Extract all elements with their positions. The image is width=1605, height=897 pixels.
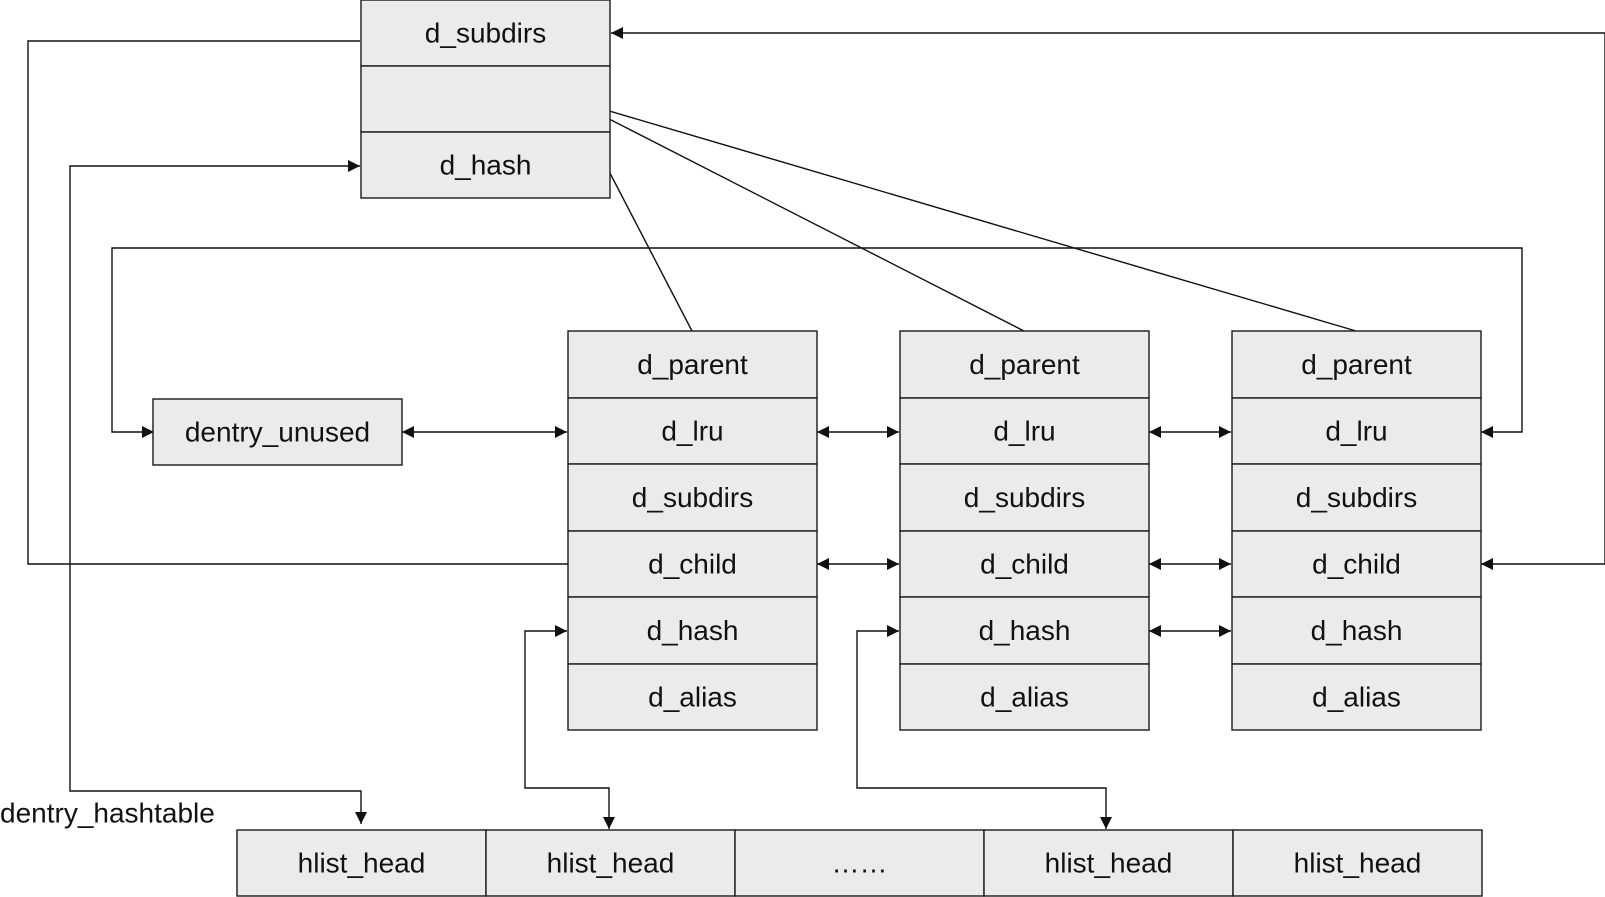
child-field-label: d_alias: [980, 682, 1069, 713]
child-field: d_lru: [899, 397, 1150, 465]
parent-dentry: d_subdirs d_hash: [360, 0, 611, 199]
child-field: d_subdirs: [1231, 463, 1482, 532]
d-parent-arrow-2: [571, 99, 1025, 332]
hashtable-bucket: hlist_head: [1232, 829, 1483, 897]
child-field-label: d_subdirs: [964, 482, 1085, 513]
hash-link-child1: [524, 625, 615, 829]
child-field-label: d_alias: [1312, 682, 1401, 713]
d-parent-arrow-3: [571, 97, 1357, 332]
child-field-label: d_parent: [1301, 349, 1412, 380]
child-field: d_child: [899, 530, 1150, 598]
bucket-label: ……: [832, 848, 888, 879]
dentry-unused-label: dentry_unused: [185, 417, 370, 448]
child-field: d_alias: [1231, 663, 1482, 731]
child-field-label: d_hash: [1311, 615, 1403, 646]
child-field: d_lru: [567, 397, 818, 465]
child-field: d_alias: [567, 663, 818, 731]
connectors: [27, 27, 1605, 829]
dentry-unused-box: dentry_unused: [152, 398, 403, 466]
hashtable-bucket: hlist_head: [983, 829, 1234, 897]
bucket-label: hlist_head: [547, 848, 675, 879]
child-field: d_subdirs: [567, 463, 818, 532]
child-field-label: d_subdirs: [632, 482, 753, 513]
hashtable-bucket: hlist_head: [236, 829, 487, 897]
hashtable-bucket: ……: [734, 829, 985, 897]
child-field-label: d_hash: [979, 615, 1071, 646]
child-field-label: d_subdirs: [1296, 482, 1417, 513]
child-field-label: d_hash: [647, 615, 739, 646]
child-field: d_parent: [1231, 330, 1482, 399]
parent-field-label: d_subdirs: [425, 18, 546, 49]
parent-field-d-subdirs: d_subdirs: [360, 0, 611, 67]
child-field: d_subdirs: [899, 463, 1150, 532]
child-field: d_parent: [899, 330, 1150, 399]
parent-field-empty: [360, 65, 611, 133]
hash-link-child2: [856, 625, 1112, 829]
child-field: d_hash: [567, 596, 818, 665]
subdirs-right-loop-arrow: [611, 27, 1605, 570]
child-field: d_child: [1231, 530, 1482, 598]
child-field: d_alias: [899, 663, 1150, 731]
child-dentry-3: d_parent d_lru d_subdirs d_child d_hash …: [1231, 330, 1482, 731]
bucket-label: hlist_head: [1294, 848, 1422, 879]
child-dentry-1: d_parent d_lru d_subdirs d_child d_hash …: [567, 330, 818, 731]
parent-hash-arrow: [69, 160, 367, 824]
child-field-label: d_child: [1312, 549, 1401, 580]
child-field-label: d_child: [980, 549, 1069, 580]
child-field: d_parent: [567, 330, 818, 399]
child-field-label: d_alias: [648, 682, 737, 713]
child-dentry-2: d_parent d_lru d_subdirs d_child d_hash …: [899, 330, 1150, 731]
child-field-label: d_lru: [1325, 416, 1387, 447]
lru-loop-arrow: [111, 247, 1523, 438]
parent-field-d-hash: d_hash: [360, 131, 611, 199]
parent-field-label: d_hash: [440, 150, 532, 181]
child-field-label: d_child: [648, 549, 737, 580]
child-field-label: d_parent: [637, 349, 748, 380]
child-field: d_child: [567, 530, 818, 598]
child-field-label: d_parent: [969, 349, 1080, 380]
child-field: d_hash: [1231, 596, 1482, 665]
hashtable-bucket: hlist_head: [485, 829, 736, 897]
child-field-label: d_lru: [993, 416, 1055, 447]
hashtable-row: hlist_head hlist_head …… hlist_head hlis…: [236, 829, 1483, 897]
bucket-label: hlist_head: [298, 848, 426, 879]
child-field: d_lru: [1231, 397, 1482, 465]
child-field: d_hash: [899, 596, 1150, 665]
child-field-label: d_lru: [661, 416, 723, 447]
bucket-label: hlist_head: [1045, 848, 1173, 879]
hashtable-label: dentry_hashtable: [0, 798, 215, 829]
subdirs-left-loop-line: [27, 40, 568, 565]
